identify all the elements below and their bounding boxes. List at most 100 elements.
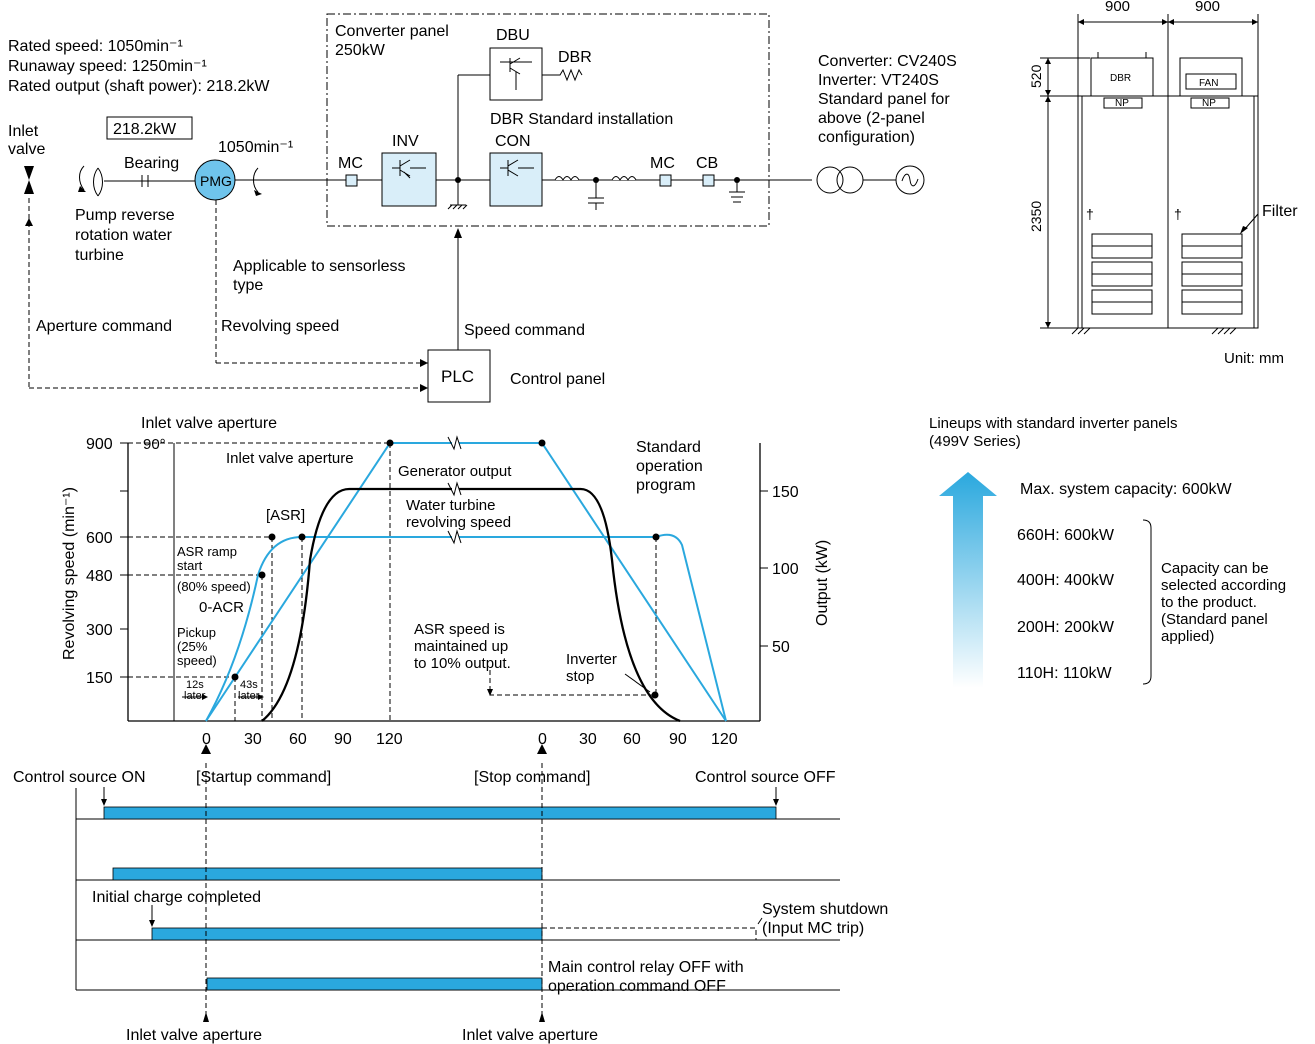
stop-command-label: [Stop command] bbox=[474, 769, 591, 786]
cb-label: CB bbox=[696, 155, 718, 172]
lineup-note-3: to the product. bbox=[1161, 594, 1257, 611]
x-tick: 60 bbox=[289, 731, 307, 748]
speed-command-label: Speed command bbox=[464, 322, 585, 339]
sensorless-note-2: type bbox=[233, 277, 263, 294]
power-box bbox=[106, 116, 193, 140]
rated-output: Rated output (shaft power): 218.2kW bbox=[8, 78, 270, 95]
dbu-label: DBU bbox=[496, 27, 530, 44]
acr-label: 0-ACR bbox=[199, 599, 244, 616]
x-tick: 120 bbox=[711, 731, 738, 748]
chart-y2label: Output (kW) bbox=[814, 540, 831, 626]
lineup-item: 200H: 200kW bbox=[1017, 619, 1115, 636]
cabinet-np-right: NP bbox=[1202, 98, 1216, 109]
ac-source-icon bbox=[895, 165, 925, 195]
runaway-speed: Runaway speed: 1250min⁻¹ bbox=[8, 58, 207, 75]
converter-icon bbox=[489, 152, 543, 207]
pmg-label: PMG bbox=[200, 173, 232, 189]
y-tick: 480 bbox=[86, 568, 113, 585]
mc2-label: MC bbox=[650, 155, 675, 172]
timing-bar-control-source bbox=[103, 806, 777, 820]
program-label-1: Standard bbox=[636, 439, 701, 456]
dbr-label: DBR bbox=[558, 49, 592, 66]
pmg-speed: 1050min⁻¹ bbox=[218, 139, 293, 156]
y-tick: 300 bbox=[86, 622, 113, 639]
x-tick: 60 bbox=[623, 731, 641, 748]
plc-label: PLC bbox=[441, 367, 474, 386]
y2-tick: 150 bbox=[772, 484, 799, 501]
standard-panel-note-1: Standard panel for bbox=[818, 91, 950, 108]
lineup-title-2: (499V Series) bbox=[929, 433, 1021, 450]
control-panel-label: Control panel bbox=[510, 371, 605, 388]
cabinet-drawing bbox=[1040, 14, 1259, 335]
lineup-note-5: applied) bbox=[1161, 628, 1214, 645]
inlet-valve-label-2: valve bbox=[8, 141, 45, 158]
converter-panel-rating: 250kW bbox=[335, 42, 386, 59]
turbine-label-3: turbine bbox=[75, 247, 124, 264]
program-label-3: program bbox=[636, 477, 696, 494]
power-box-value: 218.2kW bbox=[113, 121, 177, 138]
x-tick: 120 bbox=[376, 731, 403, 748]
bearing-label: Bearing bbox=[124, 155, 179, 172]
cabinet-filter-label: Filter bbox=[1262, 203, 1298, 220]
lineup-item: 110H: 110kW bbox=[1017, 665, 1112, 682]
inverter-icon bbox=[381, 152, 437, 207]
x-tick: 30 bbox=[579, 731, 597, 748]
timing-bar-main bbox=[112, 867, 543, 881]
timing-bar-initial-charge bbox=[151, 927, 543, 941]
asr-ramp-2: start bbox=[177, 558, 203, 573]
converter-model: Converter: CV240S bbox=[818, 53, 957, 70]
con-label: CON bbox=[495, 133, 531, 150]
pickup-2: (25% bbox=[177, 639, 208, 654]
dbr-standard-label: DBR Standard installation bbox=[490, 111, 673, 128]
later43-2: later bbox=[238, 690, 260, 702]
cabinet-dbr-label: DBR bbox=[1110, 73, 1131, 84]
stop-marker-icon bbox=[537, 744, 547, 754]
ground-icon bbox=[447, 204, 468, 210]
lineup-max: Max. system capacity: 600kW bbox=[1020, 481, 1233, 498]
standard-panel-note-3: configuration) bbox=[818, 129, 915, 146]
asr-label: [ASR] bbox=[266, 507, 305, 524]
arrester-icon bbox=[729, 180, 745, 203]
y-tick: 900 bbox=[86, 436, 113, 453]
series-generator-output bbox=[261, 487, 681, 723]
converter-panel-title: Converter panel bbox=[335, 23, 449, 40]
inlet-valve-icon bbox=[24, 166, 34, 194]
sensorless-note-1: Applicable to sensorless bbox=[233, 258, 406, 275]
system-shutdown-label-1: System shutdown bbox=[762, 901, 888, 918]
arrow-up-icon bbox=[25, 218, 33, 226]
turbine-icon bbox=[78, 165, 103, 197]
control-source-on-label: Control source ON bbox=[13, 769, 146, 786]
aperture-tick: 90° bbox=[143, 436, 166, 453]
series-label-generator: Generator output bbox=[398, 463, 512, 480]
lineup-bracket bbox=[1142, 519, 1152, 685]
system-shutdown-label-2: (Input MC trip) bbox=[762, 920, 864, 937]
lineup-note-1: Capacity can be bbox=[1161, 560, 1269, 577]
program-label-2: operation bbox=[636, 458, 703, 475]
revolving-speed-label: Revolving speed bbox=[221, 318, 339, 335]
converter-panel bbox=[326, 13, 770, 227]
inverter-model: Inverter: VT240S bbox=[818, 72, 939, 89]
startup-marker-icon bbox=[201, 744, 211, 754]
cabinet-dagger-right: † bbox=[1174, 206, 1182, 222]
mc1-label: MC bbox=[338, 155, 363, 172]
timing-bar-valve bbox=[206, 977, 543, 991]
operation-chart bbox=[120, 435, 768, 754]
standard-panel-note-2: above (2-panel bbox=[818, 110, 925, 127]
y-tick: 600 bbox=[86, 530, 113, 547]
x-tick: 0 bbox=[538, 731, 547, 748]
inlet-valve-label-1: Inlet bbox=[8, 123, 39, 140]
reactor1-icon bbox=[554, 176, 580, 182]
inv-label: INV bbox=[392, 133, 419, 150]
startup-command-label: [Startup command] bbox=[196, 769, 331, 786]
y2-tick: 100 bbox=[772, 561, 799, 578]
pickup-3: speed) bbox=[177, 653, 217, 668]
y-tick: 150 bbox=[86, 670, 113, 687]
cb-breaker-icon bbox=[702, 174, 715, 187]
asr-maint-3: to 10% output. bbox=[414, 655, 511, 672]
rated-speed: Rated speed: 1050min⁻¹ bbox=[8, 38, 183, 55]
turbine-label-1: Pump reverse bbox=[75, 207, 175, 224]
resistor-icon bbox=[542, 68, 583, 82]
x-tick: 0 bbox=[202, 731, 211, 748]
x-tick: 90 bbox=[669, 731, 687, 748]
transformer-icon bbox=[816, 166, 844, 194]
